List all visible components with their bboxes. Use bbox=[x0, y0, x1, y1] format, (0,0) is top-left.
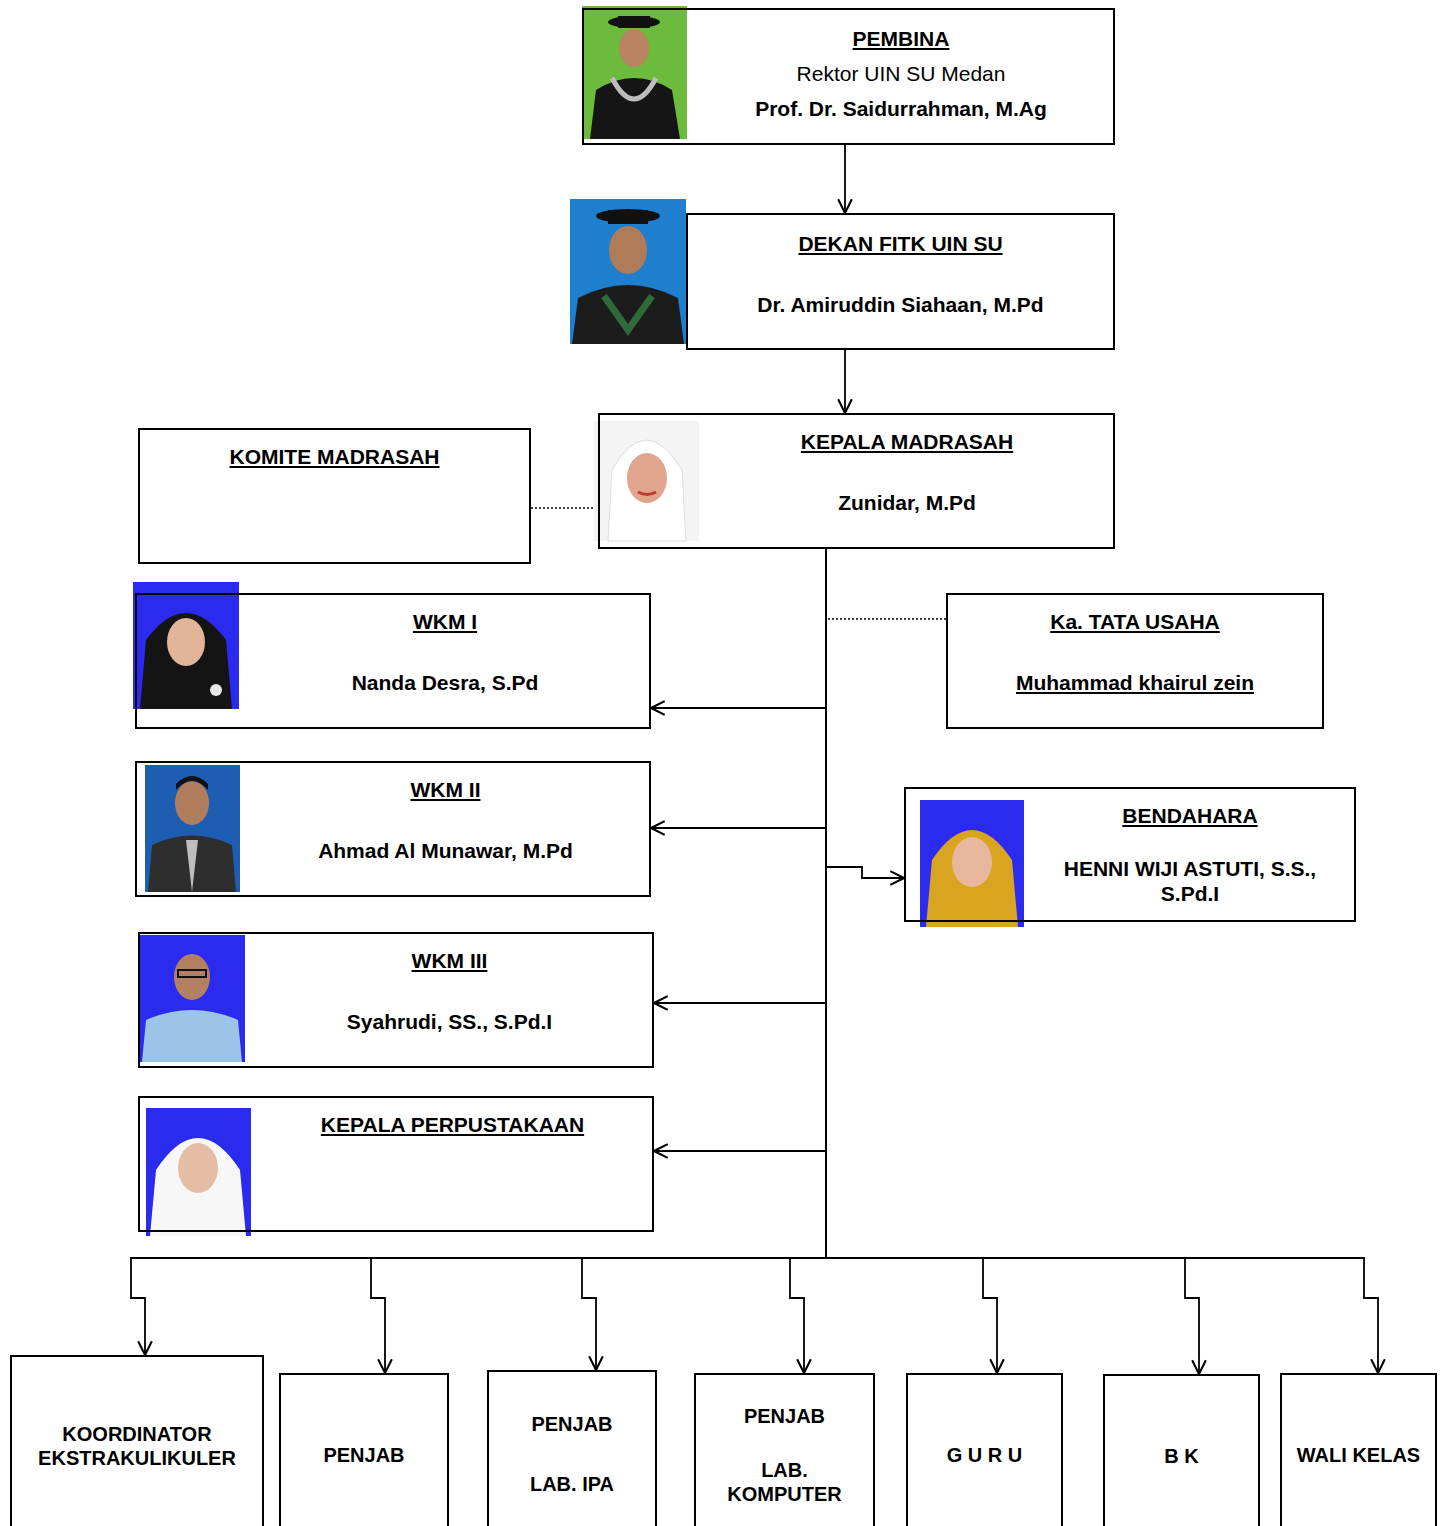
person-name: Dr. Amiruddin Siahaan, M.Pd bbox=[757, 292, 1043, 317]
arrow-connector bbox=[826, 549, 997, 1373]
portrait-photo bbox=[570, 199, 686, 344]
unit-label: LAB. IPA bbox=[530, 1472, 614, 1496]
portrait-photo bbox=[920, 800, 1024, 927]
unit-box: B K bbox=[1103, 1374, 1260, 1526]
position-title: WKM I bbox=[413, 609, 477, 634]
office-box: BENDAHARA HENNI WIJI ASTUTI, S.S., S.Pd.I bbox=[904, 787, 1356, 922]
person-name: Syahrudi, SS., S.Pd.I bbox=[347, 1009, 552, 1034]
dotted-connector bbox=[826, 549, 946, 619]
office-box: WKM I Nanda Desra, S.Pd bbox=[135, 593, 651, 729]
arrow-connector bbox=[844, 145, 846, 213]
position-title: KOMITE MADRASAH bbox=[230, 444, 440, 469]
unit-label: PENJAB bbox=[531, 1412, 612, 1436]
arrow-connector bbox=[790, 549, 826, 1373]
position-title: KEPALA MADRASAH bbox=[801, 429, 1013, 454]
office-box: KEPALA MADRASAH Zunidar, M.Pd bbox=[598, 413, 1115, 549]
position-subtitle: Rektor UIN SU Medan bbox=[797, 61, 1006, 86]
unit-label: LAB. KOMPUTER bbox=[704, 1458, 865, 1506]
arrow-connector bbox=[826, 549, 904, 878]
unit-label: WALI KELAS bbox=[1297, 1443, 1420, 1467]
office-box: PEMBINA Rektor UIN SU MedanProf. Dr. Said… bbox=[582, 8, 1115, 145]
arrow-connector bbox=[654, 549, 826, 1003]
position-title: Ka. TATA USAHA bbox=[1050, 609, 1220, 634]
unit-box: WALI KELAS bbox=[1280, 1373, 1437, 1526]
person-name: Zunidar, M.Pd bbox=[838, 490, 976, 515]
position-title: WKM III bbox=[412, 948, 488, 973]
office-box: WKM II Ahmad Al Munawar, M.Pd bbox=[135, 761, 651, 897]
portrait-photo bbox=[138, 935, 245, 1062]
office-box: Ka. TATA USAHA Muhammad khairul zein bbox=[946, 593, 1324, 729]
arrow-connector bbox=[582, 549, 826, 1370]
portrait-photo bbox=[145, 765, 240, 892]
person-name: Nanda Desra, S.Pd bbox=[352, 670, 539, 695]
arrow-connector bbox=[654, 549, 826, 1151]
position-title: DEKAN FITK UIN SU bbox=[798, 231, 1002, 256]
unit-label: PENJAB bbox=[744, 1404, 825, 1428]
unit-box: PENJAB LAB. KOMPUTER bbox=[694, 1373, 875, 1526]
position-title: BENDAHARA bbox=[1122, 803, 1257, 828]
person-name: Prof. Dr. Saidurrahman, M.Ag bbox=[755, 96, 1047, 121]
arrow-connector bbox=[826, 549, 1378, 1373]
office-box: KEPALA PERPUSTAKAAN bbox=[138, 1096, 654, 1232]
arrow-connector bbox=[651, 549, 826, 708]
unit-box: G U R U bbox=[906, 1373, 1063, 1526]
unit-label: B K bbox=[1164, 1444, 1198, 1468]
unit-box: PENJAB LAB. IPA bbox=[487, 1370, 657, 1526]
portrait-photo bbox=[594, 421, 699, 541]
unit-label: KOORDINATOR EKSTRAKULIKULER bbox=[20, 1422, 254, 1470]
office-box: KOMITE MADRASAH bbox=[138, 428, 531, 564]
person-name: HENNI WIJI ASTUTI, S.S., S.Pd.I bbox=[1034, 856, 1346, 906]
unit-box: PENJAB bbox=[279, 1373, 449, 1526]
person-name: Ahmad Al Munawar, M.Pd bbox=[318, 838, 573, 863]
office-box: WKM III Syahrudi, SS., S.Pd.I bbox=[138, 932, 654, 1068]
arrow-connector bbox=[131, 549, 826, 1355]
position-title: PEMBINA bbox=[853, 26, 950, 51]
position-title: Muhammad khairul zein bbox=[1016, 670, 1254, 695]
unit-label: PENJAB bbox=[323, 1443, 404, 1467]
unit-box: KOORDINATOR EKSTRAKULIKULER bbox=[10, 1355, 264, 1526]
position-title: WKM II bbox=[411, 777, 481, 802]
portrait-photo bbox=[146, 1108, 251, 1236]
position-title: KEPALA PERPUSTAKAAN bbox=[321, 1112, 584, 1137]
dotted-connector bbox=[531, 507, 598, 508]
portrait-photo bbox=[582, 6, 687, 139]
arrow-connector bbox=[844, 350, 846, 413]
unit-label: G U R U bbox=[947, 1443, 1023, 1467]
office-box: DEKAN FITK UIN SU Dr. Amiruddin Siahaan, … bbox=[686, 213, 1115, 350]
arrow-connector bbox=[651, 549, 826, 828]
portrait-photo bbox=[133, 582, 239, 709]
